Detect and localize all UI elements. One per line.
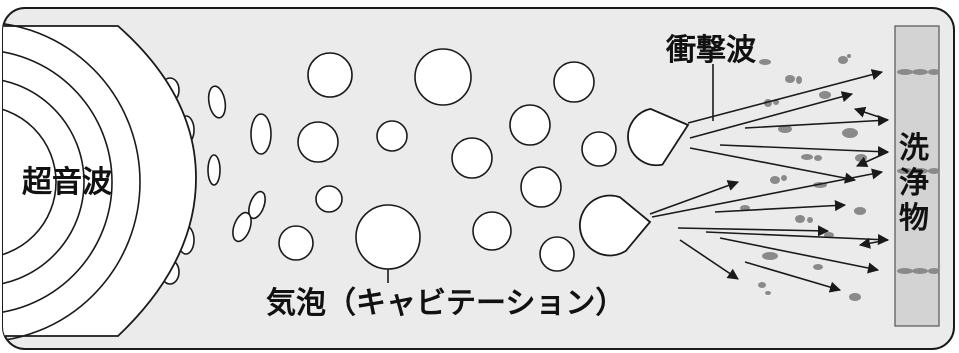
object-char-2: 浄 <box>899 166 929 201</box>
bubble <box>581 131 617 167</box>
bubble <box>553 61 595 103</box>
bubble <box>207 154 221 186</box>
shockwave-label: 衝撃波 <box>665 33 757 68</box>
bubble <box>232 211 252 243</box>
bubble <box>315 185 343 213</box>
bubble <box>376 120 408 152</box>
bubble <box>539 236 575 272</box>
bubble <box>509 104 551 146</box>
collapsing-bubble <box>627 107 690 167</box>
bubble <box>472 211 512 251</box>
object-char-1: 洗 <box>899 131 929 166</box>
bubble <box>207 85 227 119</box>
bubble <box>278 225 314 261</box>
bubble <box>414 48 472 106</box>
bubble <box>451 137 493 179</box>
washed-object <box>894 25 940 327</box>
bubble <box>520 166 562 208</box>
ultrasound-emitter <box>3 21 197 343</box>
bubble <box>248 190 266 220</box>
object-char-3: 物 <box>899 201 929 236</box>
bubble <box>355 204 421 270</box>
collapsing-bubbles <box>578 107 690 257</box>
cavitation-bubbles <box>207 48 617 272</box>
collapsing-bubble <box>578 194 652 257</box>
bubble <box>250 113 272 155</box>
ultrasound-label: 超音波 <box>22 165 113 200</box>
shockwave-arrows <box>649 69 890 293</box>
bubble <box>297 121 339 163</box>
dirt-on-object <box>897 69 940 274</box>
bubbles-label: 気泡（キャビテーション） <box>266 286 625 321</box>
dirt-particles <box>740 54 867 301</box>
ultrasound-wave-rings <box>3 21 141 343</box>
bubble <box>307 52 353 98</box>
